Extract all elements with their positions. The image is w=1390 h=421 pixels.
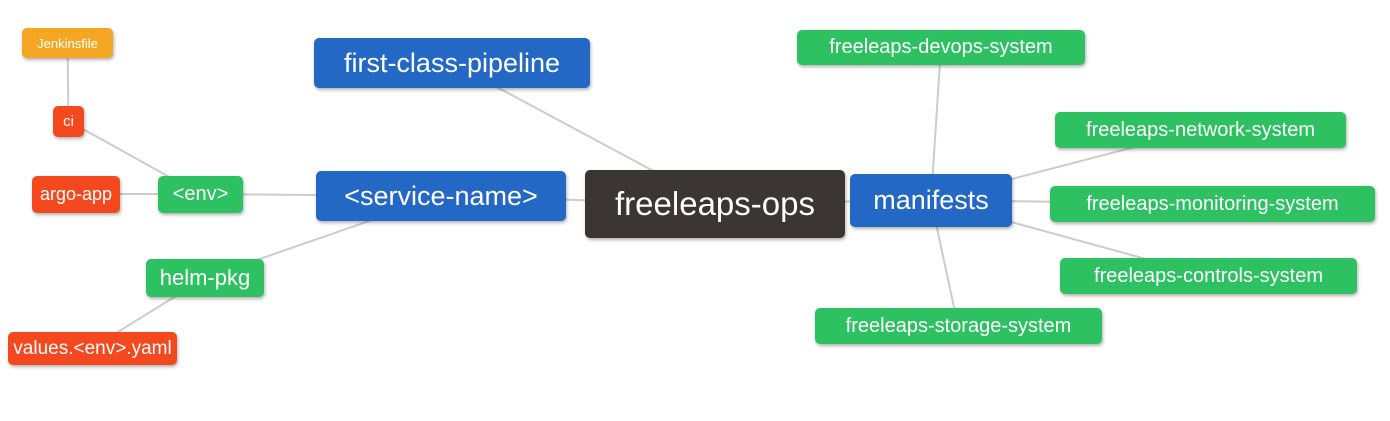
node-helm-pkg[interactable]: helm-pkg: [146, 259, 264, 297]
node-service-name[interactable]: <service-name>: [316, 171, 566, 221]
node-freeleaps-storage-system[interactable]: freeleaps-storage-system: [815, 308, 1102, 344]
node-freeleaps-controls-system[interactable]: freeleaps-controls-system: [1060, 258, 1357, 294]
node-first-class-pipeline[interactable]: first-class-pipeline: [314, 38, 590, 88]
node-freeleaps-ops-root[interactable]: freeleaps-ops: [585, 170, 845, 238]
node-freeleaps-monitoring-system[interactable]: freeleaps-monitoring-system: [1050, 186, 1375, 222]
node-freeleaps-network-system[interactable]: freeleaps-network-system: [1055, 112, 1346, 148]
node-values-env-yaml[interactable]: values.<env>.yaml: [8, 332, 177, 365]
node-env[interactable]: <env>: [158, 176, 243, 213]
node-argo-app[interactable]: argo-app: [32, 176, 120, 213]
node-manifests[interactable]: manifests: [850, 174, 1012, 227]
node-ci[interactable]: ci: [53, 106, 84, 137]
node-freeleaps-devops-system[interactable]: freeleaps-devops-system: [797, 30, 1085, 65]
node-jenkinsfile[interactable]: Jenkinsfile: [22, 28, 113, 58]
